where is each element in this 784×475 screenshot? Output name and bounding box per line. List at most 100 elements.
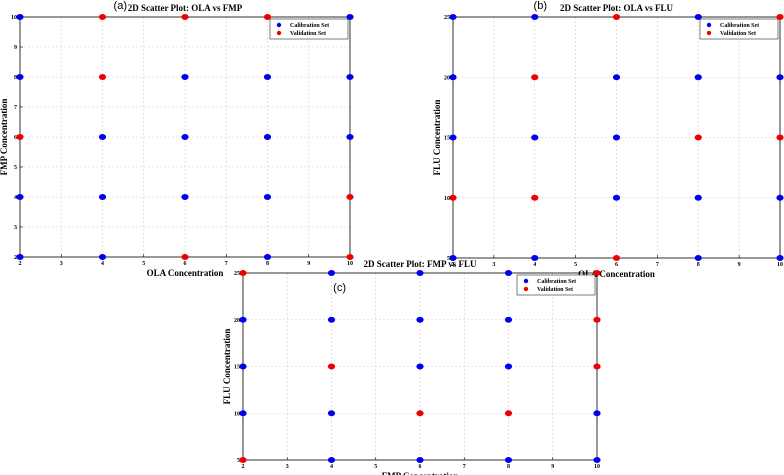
legend-box [699, 18, 779, 40]
calibration-point [239, 316, 247, 323]
validation-point [612, 255, 621, 261]
x-tick-label: 8 [507, 464, 510, 470]
calibration-point [98, 254, 107, 260]
x-tick-label: 6 [184, 261, 187, 267]
x-tick-label: 9 [738, 262, 741, 268]
validation-point [181, 14, 189, 20]
x-tick-label: 4 [533, 262, 536, 268]
x-tick-label: 5 [142, 261, 145, 267]
x-tick-label: 5 [574, 262, 577, 268]
validation-point [612, 14, 621, 20]
y-axis-label: FLU Concentration [222, 329, 232, 405]
calibration-point [531, 134, 539, 141]
calibration-point [416, 363, 424, 370]
y-tick-label: 5 [237, 458, 240, 464]
calibration-point [531, 255, 539, 261]
y-tick-label: 3 [14, 225, 17, 231]
y-tick-label: 20 [444, 75, 450, 81]
validation-point [346, 254, 354, 260]
x-tick-label: 2 [19, 261, 22, 267]
x-axis-label: FMP Concentration [382, 471, 459, 475]
calibration-point [239, 363, 247, 370]
y-tick-label: 9 [14, 45, 17, 51]
calibration-point [327, 457, 336, 463]
legend-label: Calibration Set [290, 23, 329, 29]
panel-label: (c) [333, 282, 346, 294]
x-tick-label: 6 [615, 262, 618, 268]
x-tick-label: 10 [347, 261, 353, 267]
calibration-point [16, 74, 24, 80]
calibration-point [346, 14, 354, 20]
calibration-point [181, 74, 189, 80]
calibration-point [263, 134, 272, 140]
panel-label: (a) [114, 0, 127, 12]
legend-label: Validation Set [537, 287, 573, 293]
y-tick-label: 10 [234, 411, 240, 417]
calibration-point [16, 194, 24, 200]
x-tick-label: 3 [286, 464, 289, 470]
y-tick-label: 20 [234, 318, 240, 324]
validation-point [449, 194, 457, 201]
validation-point [416, 410, 424, 417]
legend-marker [706, 22, 712, 28]
calibration-point [263, 194, 272, 200]
x-tick-label: 9 [551, 464, 554, 470]
calibration-point [694, 194, 702, 201]
y-tick-label: 25 [444, 15, 450, 21]
validation-point [531, 194, 539, 201]
y-axis-label: FLU Concentration [432, 100, 442, 176]
y-tick-label: 8 [14, 75, 17, 81]
y-tick-label: 15 [444, 136, 450, 142]
calibration-point [612, 134, 621, 141]
calibration-point [776, 255, 784, 261]
calibration-point [776, 194, 784, 201]
calibration-point [181, 134, 189, 140]
calibration-point [98, 134, 107, 140]
x-tick-label: 7 [656, 262, 659, 268]
validation-point [98, 74, 107, 80]
y-tick-label: 5 [14, 165, 17, 171]
x-tick-label: 7 [463, 464, 466, 470]
calibration-point [346, 134, 354, 140]
calibration-point [694, 74, 702, 81]
y-tick-label: 4 [14, 195, 17, 201]
calibration-point [776, 74, 784, 81]
legend-marker [523, 278, 529, 284]
validation-point [694, 134, 702, 141]
calibration-point [263, 74, 272, 80]
x-tick-label: 4 [330, 464, 333, 470]
calibration-point [416, 457, 424, 463]
calibration-point [327, 316, 336, 323]
legend-marker [276, 30, 282, 36]
calibration-point [346, 74, 354, 80]
x-axis-label: OLA Concentration [578, 269, 655, 279]
chart-title: 2D Scatter Plot: FMP vs FLU [363, 259, 477, 269]
calibration-point [263, 254, 272, 260]
chart-title: 2D Scatter Plot: OLA vs FLU [560, 3, 674, 13]
x-tick-label: 2 [452, 262, 455, 268]
legend-box [269, 18, 349, 40]
validation-point [504, 410, 513, 417]
x-tick-label: 6 [419, 464, 422, 470]
x-tick-label: 8 [697, 262, 700, 268]
legend-label: Calibration Set [720, 23, 759, 29]
validation-point [181, 254, 189, 260]
calibration-point [593, 457, 601, 463]
calibration-point [449, 134, 457, 141]
calibration-point [612, 194, 621, 201]
y-tick-label: 10 [444, 196, 450, 202]
validation-point [346, 194, 354, 200]
legend-label: Validation Set [290, 31, 326, 37]
validation-point [776, 134, 784, 141]
y-tick-label: 6 [14, 135, 17, 141]
y-tick-label: 2 [14, 255, 17, 261]
calibration-point [694, 14, 702, 20]
x-tick-label: 5 [374, 464, 377, 470]
legend-label: Validation Set [720, 31, 756, 37]
